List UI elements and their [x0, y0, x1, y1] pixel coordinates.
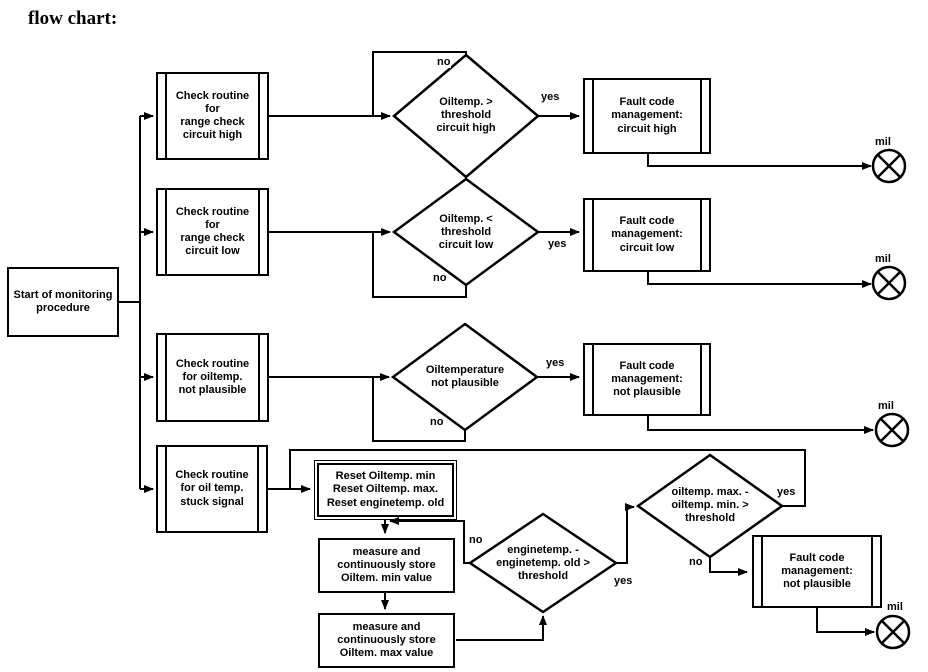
node-label: Fault code management: circuit high	[611, 96, 683, 135]
decision-not-plausible-shape	[390, 322, 540, 432]
node-label: Check routine for range check circuit lo…	[175, 205, 250, 258]
yes-label: yes	[540, 91, 561, 103]
node-label: measure and continuously store Oiltem. m…	[337, 545, 436, 585]
decision-enginetemp-label: enginetemp. - enginetemp. old > threshol…	[496, 544, 590, 583]
connector-oil-no-to-fault4	[709, 557, 748, 576]
connector-engine-no-loop	[389, 517, 470, 564]
mil-label: mil	[874, 136, 892, 148]
predefined-process-bar	[165, 334, 167, 421]
yes-label: yes	[776, 486, 797, 498]
check-routine-circuit-high-node: Check routine for range check circuit hi…	[156, 72, 269, 160]
node-label: measure and continuously store Oiltem. m…	[337, 620, 436, 660]
connector-fault1-to-mil1	[647, 154, 872, 170]
predefined-process-bar	[700, 79, 702, 153]
mil-indicator-icon	[871, 148, 907, 184]
predefined-process-bar	[258, 189, 260, 275]
decision-not-plausible-label: Oiltemperature not plausible	[425, 364, 505, 390]
predefined-process-bar	[592, 79, 594, 153]
node-label: Fault code management: circuit low	[611, 215, 683, 254]
start-node: Start of monitoring procedure	[7, 267, 119, 337]
yes-label: yes	[613, 575, 634, 587]
predefined-process-bar	[258, 73, 260, 159]
fault-code-stuck-signal-node: Fault code management: not plausible	[752, 535, 882, 608]
predefined-process-bar	[761, 536, 763, 607]
predefined-process-bar	[871, 536, 873, 607]
connector-fault2-to-mil2	[647, 272, 872, 288]
mil-indicator-icon	[871, 265, 907, 301]
predefined-process-bar	[592, 199, 594, 271]
no-label: no	[436, 56, 452, 68]
measure-min-node: measure and continuously store Oiltem. m…	[318, 538, 455, 593]
start-node-label: Start of monitoring procedure	[13, 288, 113, 314]
reset-values-node: Reset Oiltemp. min Reset Oiltemp. max. R…	[314, 460, 457, 520]
node-label: Fault code management: not plausible	[611, 359, 683, 399]
decision-circuit-low-label: Oiltemp. < threshold circuit low	[438, 213, 494, 252]
fault-code-not-plausible-node: Fault code management: not plausible	[583, 343, 711, 416]
node-label: Reset Oiltemp. min Reset Oiltemp. max. R…	[326, 470, 445, 509]
connector-engine-yes	[616, 503, 635, 564]
connector-max-to-engine-decision	[456, 615, 547, 641]
fault-code-circuit-low-node: Fault code management: circuit low	[583, 198, 711, 272]
decision-enginetemp-shape	[467, 512, 619, 614]
mil-label: mil	[874, 253, 892, 265]
predefined-process-bar	[592, 344, 594, 415]
check-routine-stuck-signal-node: Check routine for oil temp. stuck signal	[156, 445, 268, 533]
no-label: no	[468, 534, 484, 546]
mil-indicator-icon	[875, 614, 911, 650]
page-title: flow chart:	[28, 8, 118, 29]
predefined-process-bar	[700, 199, 702, 271]
mil-label: mil	[877, 400, 895, 412]
node-label: Check routine for oil temp. stuck signal	[175, 469, 249, 508]
node-label: Check routine for oiltemp. not plausible	[175, 357, 250, 397]
check-routine-circuit-low-node: Check routine for range check circuit lo…	[156, 188, 269, 276]
fault-code-circuit-high-node: Fault code management: circuit high	[583, 78, 711, 154]
mil-indicator-icon	[874, 412, 910, 448]
decision-circuit-low-shape	[391, 177, 541, 287]
connector-no-loop-3	[372, 377, 466, 442]
no-label: no	[429, 416, 445, 428]
node-label: Fault code management: not plausible	[781, 551, 853, 591]
predefined-process-bar	[257, 446, 259, 532]
connector-fault3-to-mil3	[647, 416, 874, 434]
decision-oiltemp-delta-shape	[635, 453, 785, 559]
no-label: no	[688, 556, 704, 568]
predefined-process-bar	[165, 446, 167, 532]
measure-max-node: measure and continuously store Oiltem. m…	[318, 613, 455, 668]
decision-oiltemp-delta-label: oiltemp. max. - oiltemp. min. > threshol…	[671, 486, 749, 525]
no-label: no	[432, 272, 448, 284]
predefined-process-bar	[258, 334, 260, 421]
yes-label: yes	[545, 357, 566, 369]
mil-label: mil	[886, 601, 904, 613]
yes-label: yes	[547, 238, 568, 250]
node-label: Check routine for range check circuit hi…	[175, 89, 250, 142]
predefined-process-bar	[165, 189, 167, 275]
connector-no-loop-2	[372, 232, 467, 298]
predefined-process-bar	[700, 344, 702, 415]
connector-fault4-to-mil4	[816, 608, 875, 636]
predefined-process-bar	[165, 73, 167, 159]
connector-yes-feedback-loop	[289, 449, 806, 507]
check-routine-not-plausible-node: Check routine for oiltemp. not plausible	[156, 333, 269, 422]
decision-circuit-high-shape	[392, 53, 540, 179]
decision-circuit-high-label: Oiltemp. > threshold circuit high	[436, 96, 496, 135]
